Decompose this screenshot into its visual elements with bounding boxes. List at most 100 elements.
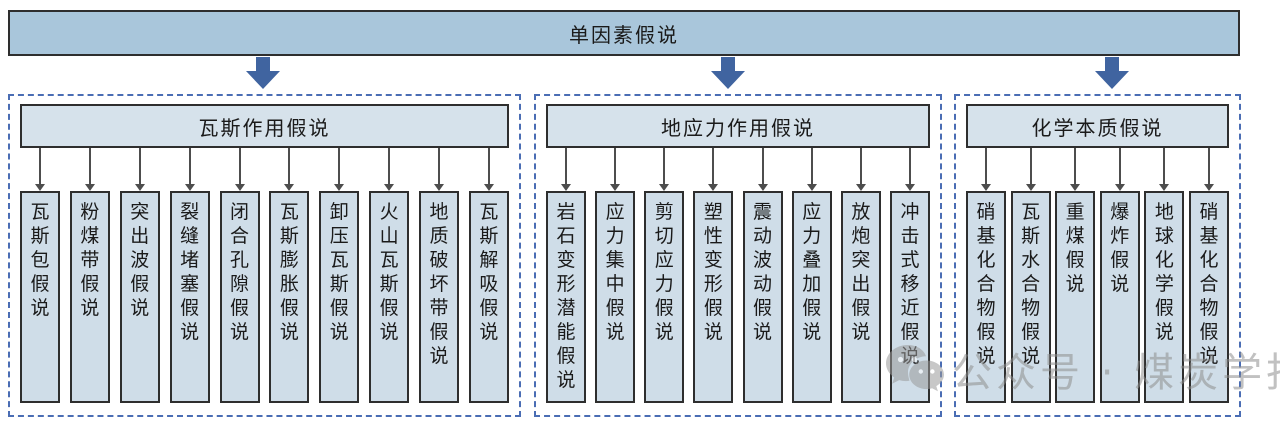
- hypothesis-box-char: 出: [130, 225, 150, 247]
- connector-arrow-icon: [966, 148, 1006, 191]
- hypothesis-box-char: 说: [229, 321, 249, 343]
- hypothesis-box-char: 力: [605, 225, 625, 247]
- hypothesis-box-char: 合: [976, 273, 996, 295]
- group-header: 瓦斯作用假说: [20, 104, 509, 148]
- hypothesis-box-char: 应: [605, 201, 625, 223]
- down-arrow-icon: [711, 57, 745, 89]
- hypothesis-box-char: 物: [976, 297, 996, 319]
- hypothesis-column: 放炮突出假说: [840, 148, 881, 403]
- connector-arrow-icon: [1011, 148, 1051, 191]
- hypothesis-box-char: 变: [556, 249, 576, 271]
- hypothesis-box-char: 斯: [329, 273, 349, 295]
- hypothesis-box: 瓦斯水合物假说: [1010, 191, 1051, 403]
- hypothesis-box-char: 斯: [1021, 225, 1041, 247]
- hypothesis-box-char: 火: [379, 201, 399, 223]
- connector-arrow-icon: [419, 148, 459, 191]
- hypothesis-box-char: 剪: [654, 201, 674, 223]
- hypothesis-box-char: 煤: [1065, 225, 1085, 247]
- hypothesis-box-char: 式: [900, 249, 920, 271]
- hypothesis-box-char: 假: [703, 297, 723, 319]
- hypothesis-box-char: 性: [703, 225, 723, 247]
- hypothesis-box-char: 说: [1199, 345, 1219, 367]
- hypothesis-box-char: 加: [802, 273, 822, 295]
- connector-arrow-icon: [369, 148, 409, 191]
- hypothesis-column: 卸压瓦斯假说: [319, 148, 360, 403]
- hypothesis-box-char: 假: [180, 297, 200, 319]
- hypothesis-box-char: 破: [429, 249, 449, 271]
- hypothesis-box-char: 硝: [1199, 201, 1219, 223]
- hypothesis-box-char: 假: [329, 297, 349, 319]
- hypothesis-box-char: 假: [229, 297, 249, 319]
- group-header: 化学本质假说: [966, 104, 1229, 148]
- hypothesis-box-char: 说: [605, 321, 625, 343]
- connector-arrow-icon: [319, 148, 359, 191]
- connector-arrow-icon: [20, 148, 60, 191]
- hypothesis-box-char: 斯: [379, 273, 399, 295]
- connector-arrow-icon: [595, 148, 635, 191]
- hypothesis-box-char: 应: [802, 201, 822, 223]
- hypothesis-column: 冲击式移近假说: [889, 148, 930, 403]
- hypothesis-column: 地球化学假说: [1144, 148, 1185, 403]
- hypothesis-box-char: 假: [1199, 321, 1219, 343]
- hypothesis-box-char: 隙: [229, 273, 249, 295]
- hypothesis-box-char: 物: [1199, 297, 1219, 319]
- hypothesis-box-char: 说: [30, 297, 50, 319]
- hypothesis-column: 剪切应力假说: [644, 148, 685, 403]
- hypothesis-box-char: 合: [1199, 273, 1219, 295]
- group-3: 化学本质假说硝基化合物假说瓦斯水合物假说重煤假说爆炸假说地球化学假说硝基化合物假…: [954, 94, 1241, 417]
- hypothesis-box-char: 假: [130, 273, 150, 295]
- hypothesis-box-char: 假: [1110, 249, 1130, 271]
- hypothesis-box-char: 坏: [429, 273, 449, 295]
- hypothesis-box-char: 炸: [1110, 225, 1130, 247]
- hypothesis-box-char: 假: [1065, 249, 1085, 271]
- group-body: 岩石变形潜能假说应力集中假说剪切应力假说塑性变形假说震动波动假说应力叠加假说放炮…: [536, 148, 940, 403]
- connector-arrow-icon: [1055, 148, 1095, 191]
- hypothesis-box-char: 击: [900, 225, 920, 247]
- hypothesis-box-char: 假: [802, 297, 822, 319]
- hypothesis-box-char: 说: [802, 321, 822, 343]
- connector-arrow-icon: [743, 148, 783, 191]
- connector-arrow-icon: [1189, 148, 1229, 191]
- hypothesis-box-char: 假: [30, 273, 50, 295]
- hypothesis-box-char: 假: [556, 345, 576, 367]
- hypothesis-box-char: 移: [900, 273, 920, 295]
- hypothesis-box-char: 假: [654, 297, 674, 319]
- hypothesis-box-char: 说: [900, 345, 920, 367]
- hypothesis-box-char: 化: [1199, 249, 1219, 271]
- hypothesis-box-char: 说: [130, 297, 150, 319]
- hypothesis-column: 瓦斯水合物假说: [1010, 148, 1051, 403]
- hypothesis-box-char: 说: [753, 321, 773, 343]
- hypothesis-box-char: 化: [1154, 249, 1174, 271]
- hypothesis-box-char: 瓦: [479, 201, 499, 223]
- group-1: 瓦斯作用假说瓦斯包假说粉煤带假说突出波假说裂缝堵塞假说闭合孔隙假说瓦斯膨胀假说卸…: [8, 94, 521, 417]
- hypothesis-box: 地球化学假说: [1144, 191, 1185, 403]
- hypothesis-column: 爆炸假说: [1099, 148, 1140, 403]
- hypothesis-column: 瓦斯解吸假说: [468, 148, 509, 403]
- connector-arrow-icon: [644, 148, 684, 191]
- hypothesis-box-char: 说: [1065, 273, 1085, 295]
- group-body: 瓦斯包假说粉煤带假说突出波假说裂缝堵塞假说闭合孔隙假说瓦斯膨胀假说卸压瓦斯假说火…: [10, 148, 519, 403]
- hypothesis-box-char: 瓦: [379, 249, 399, 271]
- hypothesis-box-char: 合: [229, 225, 249, 247]
- hypothesis-box-char: 能: [556, 321, 576, 343]
- hypothesis-box-char: 孔: [229, 249, 249, 271]
- connector-arrow-icon: [269, 148, 309, 191]
- hypothesis-box-char: 出: [851, 273, 871, 295]
- hypothesis-column: 地质破坏带假说: [419, 148, 459, 403]
- hypothesis-box-char: 水: [1021, 249, 1041, 271]
- hypothesis-box: 剪切应力假说: [644, 191, 685, 403]
- hypothesis-box-char: 变: [703, 249, 723, 271]
- hypothesis-box-char: 说: [976, 345, 996, 367]
- hypothesis-box-char: 假: [379, 297, 399, 319]
- hypothesis-box-char: 集: [605, 249, 625, 271]
- connector-arrow-icon: [469, 148, 509, 191]
- hypothesis-box-char: 假: [851, 297, 871, 319]
- hypothesis-box-char: 突: [130, 201, 150, 223]
- hypothesis-box-char: 斯: [279, 225, 299, 247]
- hypothesis-box-char: 说: [479, 321, 499, 343]
- hypothesis-box-char: 爆: [1110, 201, 1130, 223]
- hypothesis-box-char: 说: [703, 321, 723, 343]
- connector-arrow-icon: [693, 148, 733, 191]
- hypothesis-box-char: 假: [479, 297, 499, 319]
- hypothesis-box-char: 说: [1154, 321, 1174, 343]
